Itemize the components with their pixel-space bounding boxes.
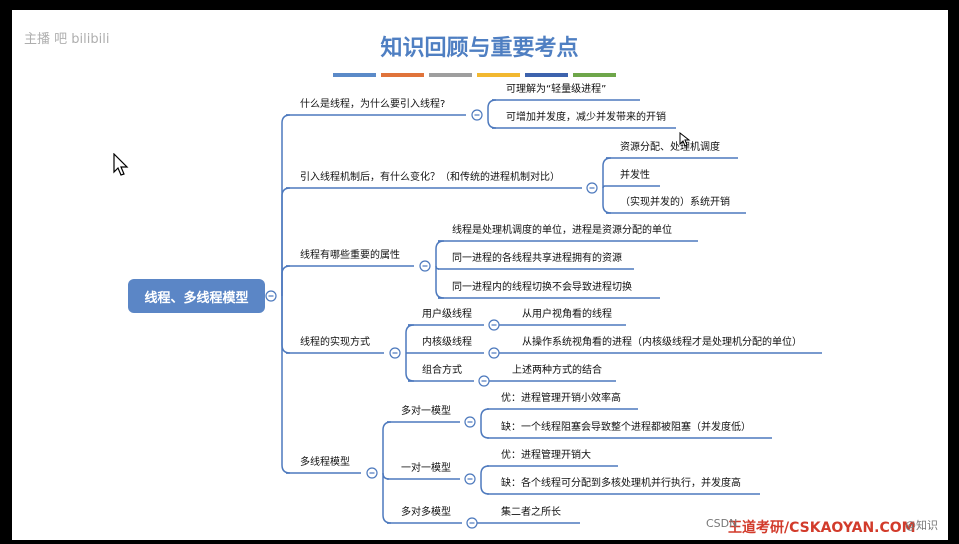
connector-branch <box>281 296 291 474</box>
subbranch-node: 用户级线程 <box>422 309 472 320</box>
subbranch-node: （实现并发的）系统开销 <box>620 197 730 208</box>
connector-branch <box>281 296 291 354</box>
subbranch-node: 一对一模型 <box>401 463 451 474</box>
connector-branch <box>602 188 612 214</box>
connector-branch <box>602 185 606 189</box>
branch-node: 引入线程机制后，有什么变化？（和传统的进程机制对比） <box>300 172 560 183</box>
connector-branch <box>487 115 497 129</box>
slide-title: 知识回顾与重要考点 <box>380 36 579 61</box>
leaf-node: 优：进程管理开销小效率高 <box>501 393 621 404</box>
connector-branch <box>480 408 490 422</box>
connector-branch <box>281 187 291 296</box>
mindmap-root: 线程、多线程模型 <box>128 279 265 313</box>
connector-branch <box>382 421 392 473</box>
connector-branch <box>487 99 497 115</box>
mouse-cursor-icon <box>113 153 129 176</box>
subbranch-node: 并发性 <box>620 170 650 181</box>
connector-branch <box>480 422 490 439</box>
connector-branch <box>435 240 445 266</box>
watermark-text: 主播 吧 bilibili <box>24 32 110 47</box>
leaf-node: 从操作系统视角看的进程（内核级线程才是处理机分配的单位） <box>522 337 802 348</box>
subbranch-node: 组合方式 <box>422 365 462 376</box>
title-color-bar <box>573 73 616 77</box>
mouse-cursor-icon <box>679 132 691 147</box>
connector-branch <box>382 473 392 524</box>
leaf-node: 集二者之所长 <box>501 507 561 518</box>
csdn-watermark: CSDN <box>706 517 738 530</box>
title-color-bar <box>477 73 520 77</box>
subbranch-node: 可理解为“轻量级进程” <box>506 84 607 95</box>
connector-branch <box>602 157 612 188</box>
title-color-bar <box>333 73 376 77</box>
connector-branch <box>435 266 445 299</box>
brand-watermark: 王道考研/CSKAOYAN.COM <box>728 520 916 536</box>
branch-node: 线程有哪些重要的属性 <box>300 250 400 261</box>
leaf-node: 从用户视角看的线程 <box>522 309 612 320</box>
leaf-node: 上述两种方式的结合 <box>512 365 602 376</box>
title-color-bar <box>525 73 568 77</box>
subbranch-node: 多对多模型 <box>401 507 451 518</box>
title-color-bar <box>429 73 472 77</box>
subbranch-node: 可增加并发度，减少并发带来的开销 <box>506 112 666 123</box>
subbranch-node: 资源分配、处理机调度 <box>620 142 720 153</box>
subbranch-node: 同一进程内的线程切换不会导致进程切换 <box>452 282 632 293</box>
subbranch-node: 多对一模型 <box>401 406 451 417</box>
subbranch-node: 线程是处理机调度的单位，进程是资源分配的单位 <box>452 225 672 236</box>
branch-node: 线程的实现方式 <box>300 337 370 348</box>
connector-branch <box>281 265 291 296</box>
connector-branch <box>382 472 390 480</box>
connector-branch <box>480 465 490 479</box>
slide <box>12 10 948 540</box>
author-watermark: @知识 <box>905 519 938 532</box>
branch-node: 什么是线程，为什么要引入线程? <box>300 99 446 110</box>
connector-branch <box>405 324 415 353</box>
leaf-node: 缺：各个线程可分配到多核处理机并行执行，并发度高 <box>501 478 741 489</box>
subbranch-node: 内核级线程 <box>422 337 472 348</box>
connector-branch <box>480 479 490 495</box>
connector-branch <box>405 353 415 382</box>
branch-node: 多线程模型 <box>300 457 350 468</box>
leaf-node: 优：进程管理开销大 <box>501 450 591 461</box>
leaf-node: 缺：一个线程阻塞会导致整个进程都被阻塞（并发度低） <box>501 422 751 433</box>
title-color-bar <box>381 73 424 77</box>
subbranch-node: 同一进程的各线程共享进程拥有的资源 <box>452 253 622 264</box>
